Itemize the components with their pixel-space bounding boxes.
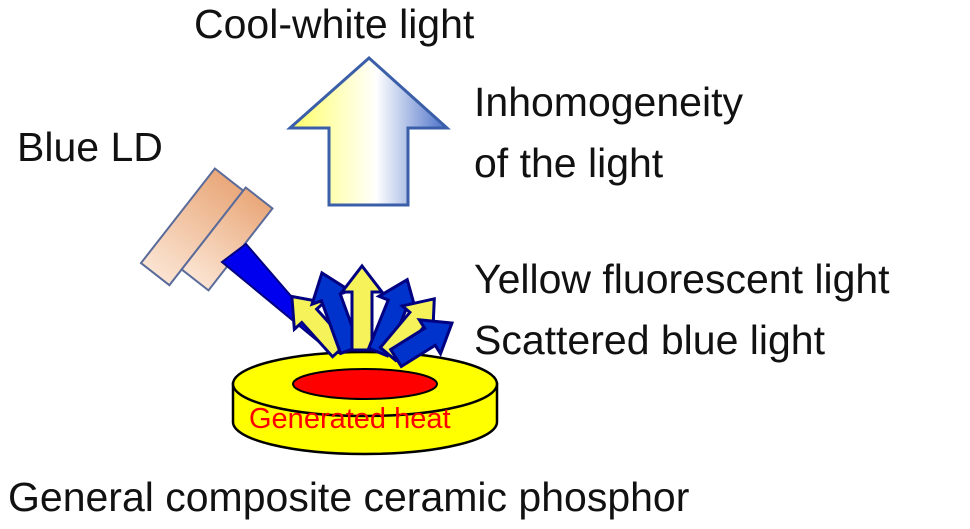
laser-diode-icon	[139, 167, 274, 292]
fan-arrows-icon	[290, 263, 455, 369]
scattered-blue-label: Scattered blue light	[474, 317, 826, 363]
blue-ld-label: Blue LD	[17, 124, 163, 170]
yellow-fluorescent-label: Yellow fluorescent light	[474, 256, 890, 302]
phosphor-caption: General composite ceramic phosphor	[8, 474, 690, 520]
cool-white-label: Cool-white light	[194, 1, 475, 47]
inhomogeneity-label-line1: Inhomogeneity	[474, 79, 743, 125]
inhomogeneity-label-line2: of the light	[474, 140, 664, 186]
up-gradient-arrow-icon	[286, 55, 451, 207]
generated-heat-label: Generated heat	[249, 403, 451, 435]
ring-disk-icon	[231, 350, 499, 456]
